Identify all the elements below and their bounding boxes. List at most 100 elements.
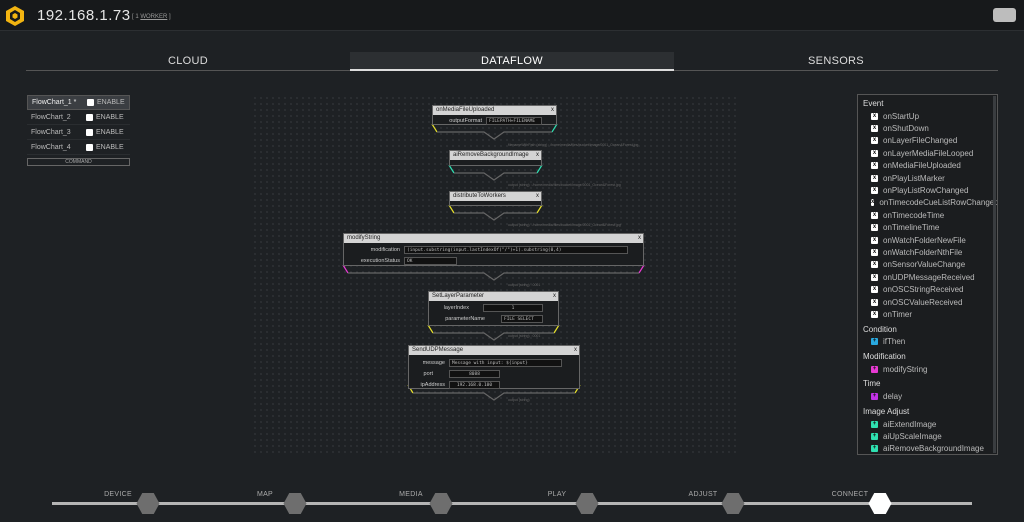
close-icon[interactable]: x: [536, 193, 539, 199]
header-bar: 192.168.1.73 [ 1 WORKER ]: [0, 0, 1024, 31]
x-icon: x: [871, 174, 878, 182]
main-tabs: CLOUD DATAFLOW SENSORS: [26, 52, 998, 72]
step-map-button[interactable]: [283, 493, 307, 514]
x-icon: x: [871, 298, 878, 306]
step-label-media: MEDIA: [399, 491, 423, 498]
x-icon: x: [871, 125, 878, 133]
step-label-adjust: ADJUST: [688, 491, 718, 498]
step-media-button[interactable]: [429, 493, 453, 514]
flowchart-item[interactable]: FlowChart_4 ENABLE: [27, 140, 130, 155]
x-icon: x: [871, 149, 878, 157]
worker-count: [ 1 WORKER ]: [132, 14, 171, 20]
flowchart-item[interactable]: FlowChart_1 * ENABLE: [27, 95, 130, 110]
layer-index-field[interactable]: 1: [483, 303, 543, 312]
step-adjust-button[interactable]: [721, 493, 745, 514]
palette-item-ai-up-scale-image[interactable]: +aiUpScaleImage: [871, 431, 942, 441]
message-field[interactable]: Message with input: ${input}: [449, 358, 562, 367]
tab-sensors[interactable]: SENSORS: [674, 52, 998, 71]
enable-checkbox[interactable]: [86, 143, 93, 151]
flowchart-item[interactable]: FlowChart_3 ENABLE: [27, 125, 130, 140]
step-label-play: PLAY: [547, 491, 567, 498]
step-label-connect: CONNECT: [831, 491, 869, 498]
close-icon[interactable]: x: [553, 293, 556, 299]
output-label: output (string) : 0001: [508, 283, 541, 287]
tab-cloud[interactable]: CLOUD: [26, 52, 350, 71]
palette-section-title: Condition: [863, 324, 897, 334]
palette-item-delay[interactable]: +delay: [871, 392, 903, 402]
close-icon[interactable]: x: [574, 347, 577, 353]
output-label: filenameWithPath (string) : /home/media/…: [508, 143, 639, 147]
output-label: output (string) : /home/media/files/buck…: [508, 183, 621, 187]
step-label-map: MAP: [256, 491, 274, 498]
x-icon: x: [871, 211, 878, 219]
x-icon: x: [871, 248, 878, 256]
menu-button[interactable]: [993, 8, 1016, 22]
palette-section-title: Time: [863, 379, 881, 389]
step-connect-button[interactable]: [868, 493, 892, 514]
close-icon[interactable]: x: [551, 107, 554, 113]
step-device-button[interactable]: [136, 493, 160, 514]
plus-icon: +: [871, 393, 878, 401]
x-icon: x: [871, 310, 878, 318]
enable-checkbox[interactable]: [86, 128, 93, 136]
x-icon: x: [871, 236, 878, 244]
palette-item-if-then[interactable]: +ifThen: [871, 337, 906, 347]
close-icon[interactable]: x: [638, 235, 641, 241]
output-label: output (string) : /home/media/files/buck…: [508, 223, 621, 227]
output-format-field[interactable]: FILEPATH+FILENAME: [486, 116, 542, 125]
x-icon: x: [871, 286, 878, 294]
worker-link[interactable]: WORKER: [140, 14, 168, 20]
palette-scrollbar[interactable]: [993, 96, 996, 453]
x-icon: x: [871, 137, 878, 145]
x-icon: x: [871, 112, 878, 120]
palette-item-ai-remove-background-image[interactable]: +aiRemoveBackgroundImage: [871, 444, 984, 454]
close-icon[interactable]: x: [536, 152, 539, 158]
device-ip: 192.168.1.73: [37, 7, 131, 24]
ip-address-field[interactable]: 192.168.0.100: [449, 380, 500, 389]
plus-icon: +: [871, 338, 878, 346]
x-icon: x: [871, 199, 875, 207]
x-icon: x: [871, 273, 878, 281]
palette-item-ai-extend-image[interactable]: +aiExtendImage: [871, 419, 937, 429]
step-label-device: DEVICE: [104, 491, 132, 498]
x-icon: x: [871, 224, 878, 232]
parameter-name-field[interactable]: FILE SELECT: [501, 314, 543, 323]
x-icon: x: [871, 261, 878, 269]
step-play-button[interactable]: [575, 493, 599, 514]
plus-icon: +: [871, 445, 878, 453]
plus-icon: +: [871, 420, 878, 428]
command-button[interactable]: COMMAND: [27, 158, 130, 166]
flowchart-item[interactable]: FlowChart_2 ENABLE: [27, 110, 130, 125]
palette-item-modify-string[interactable]: +modifyString: [871, 364, 928, 374]
modification-field[interactable]: (input.substring(input.lastIndexOf("/")+…: [404, 245, 628, 254]
plus-icon: +: [871, 365, 878, 373]
port-field[interactable]: 8088: [449, 369, 500, 378]
enable-checkbox[interactable]: [86, 113, 93, 121]
tab-dataflow[interactable]: DATAFLOW: [350, 52, 674, 71]
enable-checkbox[interactable]: [87, 99, 94, 106]
